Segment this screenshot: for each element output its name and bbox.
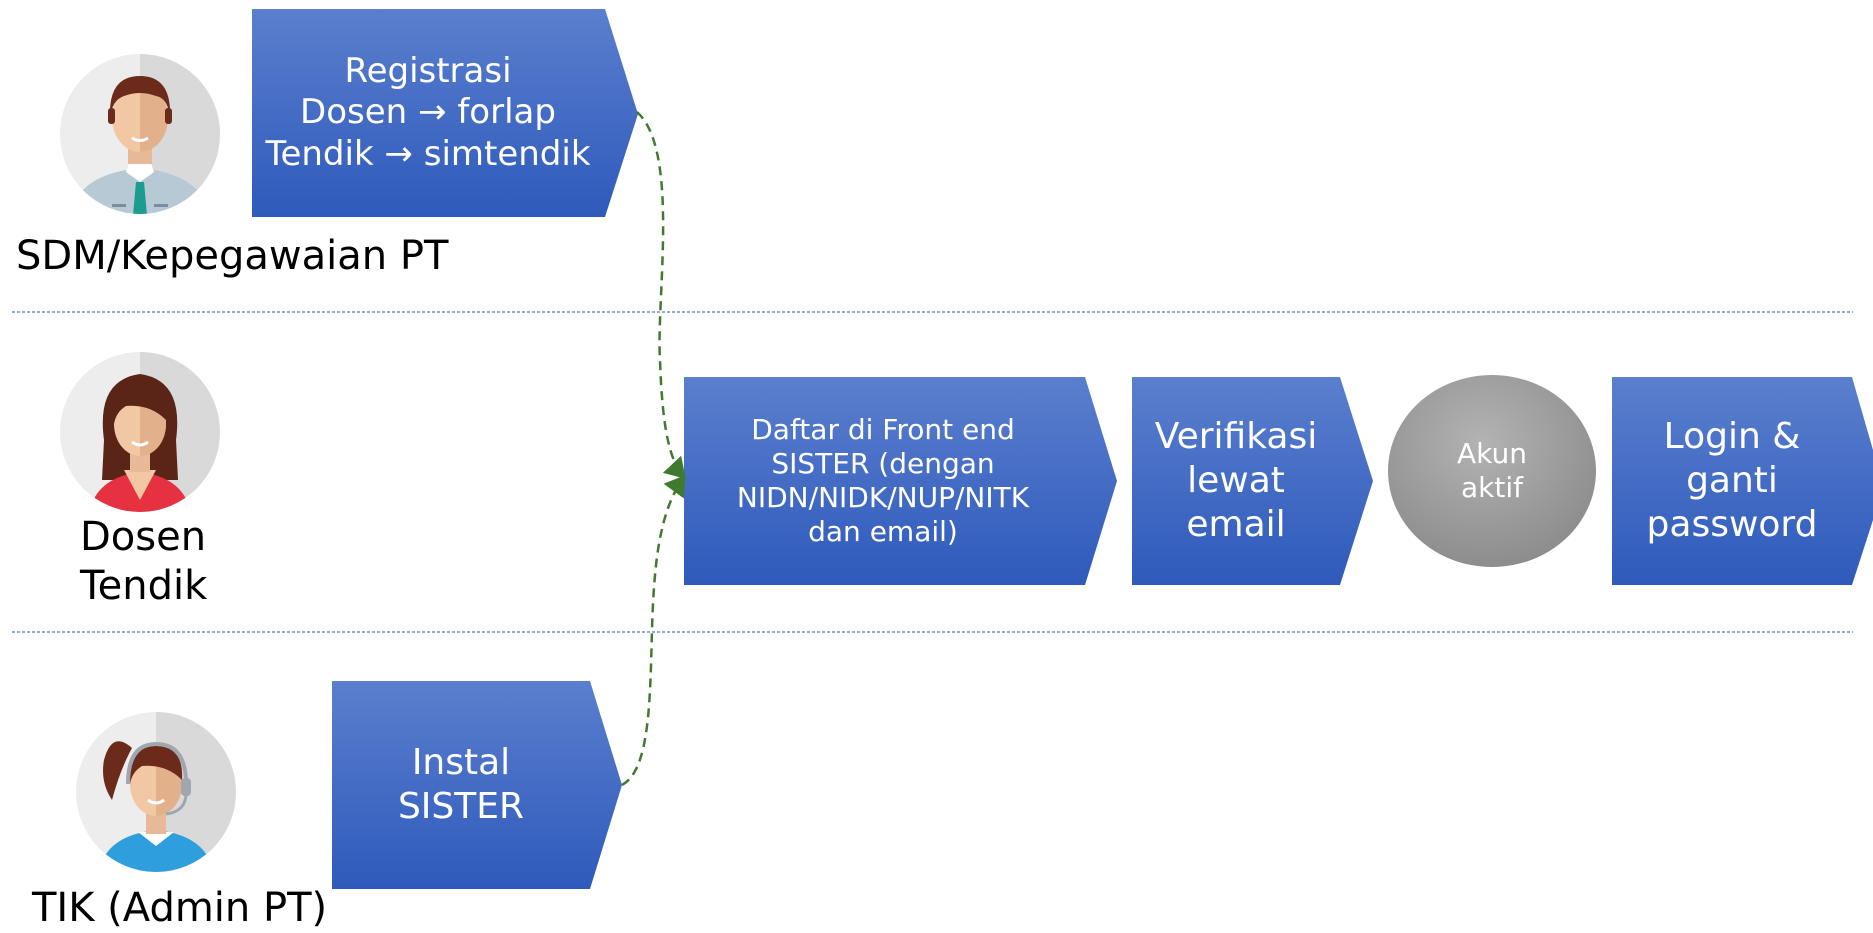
akun-aktif-line-2: aktif [1461, 471, 1523, 504]
instal-chevron [332, 681, 622, 889]
akun-aktif-label: Akun aktif [1388, 375, 1596, 567]
role-tendik-text: Tendik [80, 562, 208, 609]
daftar-line-2: SISTER (dengan [771, 446, 995, 480]
verifikasi-line-3: email [1186, 503, 1286, 545]
akun-aktif-line-1: Akun [1457, 436, 1527, 470]
daftar-line-3: NIDN/NIDK/NUP/NITK [736, 481, 1030, 514]
verifikasi-line-1: Verifikasi [1154, 416, 1318, 458]
role-dosen-text: Dosen [80, 514, 207, 560]
verifikasi-chevron [1132, 377, 1373, 585]
female-lecturer-avatar-icon [60, 352, 220, 512]
role-sdm-text: SDM/Kepegawaian PT [16, 233, 449, 279]
login-chevron [1612, 377, 1873, 585]
daftar-label: Daftar di Front end SISTER (dengan NIDN/… [698, 377, 1068, 585]
registrasi-line-1: Registrasi [344, 50, 512, 91]
registrasi-chevron [252, 9, 638, 217]
registrasi-label: Registrasi Dosen → forlap Tendik → simte… [252, 9, 604, 217]
daftar-line-4: dan email) [808, 515, 958, 549]
role-sdm-label: SDM/Kepegawaian PT [16, 232, 448, 281]
verifikasi-label: Verifikasi lewat email [1132, 377, 1340, 585]
login-line-2: ganti [1686, 460, 1778, 502]
role-dosen-tendik-label: Dosen Tendik [80, 513, 207, 611]
registrasi-line-3: Tendik → simtendik [265, 133, 591, 174]
daftar-line-1: Daftar di Front end [751, 412, 1015, 446]
registrasi-line-2: Dosen → forlap [300, 92, 556, 133]
female-support-agent-avatar-icon [76, 712, 236, 872]
role-tik-text: TIK (Admin PT) [32, 885, 328, 931]
male-staff-avatar-icon [60, 54, 220, 214]
instal-label: Instal SISTER [332, 681, 590, 889]
instal-line-2: SISTER [397, 786, 525, 827]
instal-line-1: Instal [411, 742, 511, 784]
connector-instal-to-daftar [621, 474, 686, 787]
daftar-chevron [684, 377, 1117, 585]
login-line-1: Login & [1663, 416, 1801, 458]
login-line-3: password [1646, 503, 1818, 545]
verifikasi-line-2: lewat [1187, 460, 1285, 502]
role-tik-label: TIK (Admin PT) [32, 884, 327, 933]
login-label: Login & ganti password [1612, 377, 1852, 585]
connector-registrasi-to-daftar [636, 111, 686, 479]
akun-aktif-circle [1388, 375, 1596, 567]
